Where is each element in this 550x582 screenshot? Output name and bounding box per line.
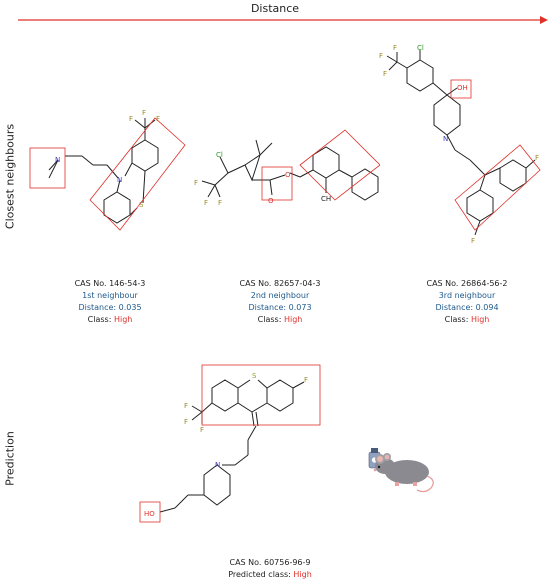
prediction-molecule-structure: S F F F F N HO bbox=[139, 364, 321, 523]
molecule-3-structure: Cl F F F OH N F F bbox=[379, 44, 541, 245]
atom-f: F bbox=[156, 115, 160, 123]
atom-f: F bbox=[379, 52, 383, 60]
neighbour-1-caption: CAS No. 146-54-3 1st neighbour Distance:… bbox=[40, 278, 180, 326]
atom-s: S bbox=[139, 201, 144, 209]
neighbour-3-distance: Distance: 0.094 bbox=[435, 303, 499, 312]
atom-f: F bbox=[129, 115, 133, 123]
atom-n: N bbox=[443, 135, 448, 143]
atom-f: F bbox=[383, 70, 387, 78]
atom-f: F bbox=[471, 237, 475, 245]
atom-f: F bbox=[142, 109, 146, 117]
atom-cl: Cl bbox=[417, 44, 424, 52]
atom-oh: OH bbox=[457, 84, 468, 92]
atom-f: F bbox=[393, 44, 397, 52]
atom-f: F bbox=[184, 418, 188, 426]
neighbour-3-class-label: Class: bbox=[444, 315, 471, 324]
highlight-box bbox=[29, 147, 66, 189]
neighbour-3-caption: CAS No. 26864-56-2 3rd neighbour Distanc… bbox=[397, 278, 537, 326]
neighbour-1-cas: CAS No. 146-54-3 bbox=[74, 279, 146, 288]
atom-f: F bbox=[304, 376, 308, 384]
atom-cl: Cl bbox=[216, 151, 223, 159]
neighbour-3-rank: 3rd neighbour bbox=[438, 291, 496, 300]
prediction-class-label: Predicted class: bbox=[228, 570, 294, 579]
neighbour-3-class-value: High bbox=[470, 315, 490, 324]
closest-neighbours-label: Closest neighbours bbox=[3, 123, 17, 230]
neighbour-1-distance: Distance: 0.035 bbox=[78, 303, 142, 312]
highlight-box bbox=[450, 79, 472, 99]
highlight-box bbox=[261, 166, 293, 201]
prediction-caption: CAS No. 60756-96-9 Predicted class: High bbox=[190, 557, 350, 581]
mouse-icon bbox=[368, 448, 434, 493]
atom-f: F bbox=[184, 402, 188, 410]
neighbour-2-distance: Distance: 0.073 bbox=[248, 303, 312, 312]
neighbour-1-rank: 1st neighbour bbox=[82, 291, 138, 300]
atom-f: F bbox=[194, 179, 198, 187]
prediction-label: Prediction bbox=[3, 431, 17, 486]
atom-f: F bbox=[204, 199, 208, 207]
highlight-box bbox=[201, 364, 321, 426]
distance-title: Distance bbox=[250, 2, 300, 15]
atom-f: F bbox=[535, 154, 539, 162]
neighbour-2-class-label: Class: bbox=[257, 315, 284, 324]
atom-o: O bbox=[268, 197, 274, 205]
neighbour-1-class-label: Class: bbox=[87, 315, 114, 324]
molecule-1-structure: N S N F F F bbox=[29, 109, 186, 231]
atom-n: N bbox=[117, 176, 122, 184]
atom-ch3: CH bbox=[321, 195, 331, 203]
neighbour-2-rank: 2nd neighbour bbox=[250, 291, 310, 300]
atom-o: O bbox=[285, 171, 291, 179]
prediction-class-value: High bbox=[293, 570, 312, 579]
highlight-box bbox=[139, 501, 161, 523]
distance-arrow bbox=[18, 16, 548, 24]
neighbour-1-class-value: High bbox=[113, 315, 133, 324]
atom-f: F bbox=[218, 199, 222, 207]
atom-s: S bbox=[252, 372, 257, 380]
neighbour-2-class-value: High bbox=[283, 315, 303, 324]
atom-n: N bbox=[55, 156, 60, 164]
molecule-2-structure: Cl F F F O O CH bbox=[194, 129, 380, 207]
prediction-cas: CAS No. 60756-96-9 bbox=[229, 558, 311, 567]
atom-n: N bbox=[215, 461, 220, 469]
neighbour-2-caption: CAS No. 82657-04-3 2nd neighbour Distanc… bbox=[210, 278, 350, 326]
atom-f: F bbox=[200, 426, 204, 434]
highlight-box bbox=[89, 117, 186, 231]
neighbour-3-cas: CAS No. 26864-56-2 bbox=[426, 279, 508, 288]
neighbour-2-cas: CAS No. 82657-04-3 bbox=[239, 279, 321, 288]
highlight-box bbox=[454, 144, 541, 231]
atom-ho: HO bbox=[144, 510, 155, 518]
highlight-box bbox=[299, 129, 380, 201]
